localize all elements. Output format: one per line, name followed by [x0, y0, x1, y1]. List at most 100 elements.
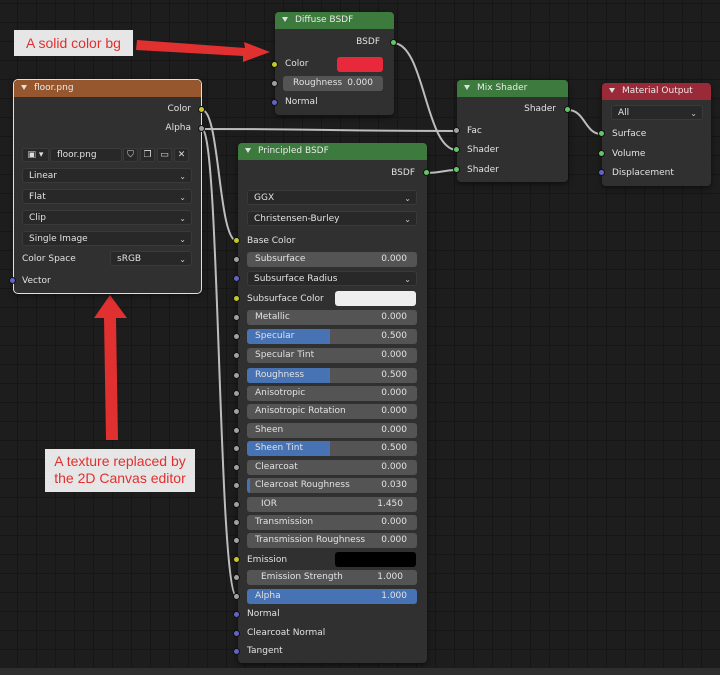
mix-shader-header[interactable]: Mix Shader — [457, 80, 568, 97]
sheen-socket[interactable] — [233, 427, 240, 434]
subsurface-field[interactable]: Subsurface 0.000 — [247, 252, 417, 267]
diffuse-roughness-socket[interactable] — [271, 80, 278, 87]
base-color-socket[interactable] — [233, 237, 240, 244]
alpha-field[interactable]: Alpha 1.000 — [247, 589, 417, 604]
output-target-value: All — [618, 108, 630, 118]
metallic-socket[interactable] — [233, 314, 240, 321]
bottom-scrollbar[interactable] — [0, 668, 720, 675]
close-icon[interactable]: ✕ — [174, 148, 189, 162]
mix-shader1-socket[interactable] — [453, 146, 460, 153]
emission-label: Emission — [247, 555, 288, 565]
emission-socket[interactable] — [233, 556, 240, 563]
principled-bsdf-header[interactable]: Principled BSDF — [238, 143, 427, 160]
collapse-icon[interactable] — [282, 17, 288, 22]
extension-dropdown[interactable]: Clip⌄ — [22, 210, 192, 225]
distribution-dropdown[interactable]: GGX⌄ — [247, 190, 417, 205]
anisotropic-field[interactable]: Anisotropic 0.000 — [247, 386, 417, 401]
chevron-down-icon: ⌄ — [179, 214, 186, 223]
diffuse-normal-socket[interactable] — [271, 99, 278, 106]
clearcoat-roughness-socket[interactable] — [233, 482, 240, 489]
mix-fac-socket[interactable] — [453, 127, 460, 134]
diffuse-color-swatch[interactable] — [337, 57, 383, 72]
sheen-tint-socket[interactable] — [233, 445, 240, 452]
diffuse-bsdf-output-label: BSDF — [356, 37, 380, 47]
anisotropic-socket[interactable] — [233, 390, 240, 397]
collapse-icon[interactable] — [245, 148, 251, 153]
color-space-dropdown[interactable]: sRGB⌄ — [110, 251, 192, 266]
diffuse-color-socket[interactable] — [271, 61, 278, 68]
source-dropdown[interactable]: Single Image⌄ — [22, 231, 192, 246]
principled-bsdf-node[interactable]: Principled BSDF BSDF GGX⌄ Christensen-Bu… — [238, 143, 427, 663]
subsurface-color-socket[interactable] — [233, 295, 240, 302]
principled-bsdf-output-socket[interactable] — [423, 169, 430, 176]
projection-dropdown[interactable]: Flat⌄ — [22, 189, 192, 204]
mix-shader-node[interactable]: Mix Shader Shader Fac Shader Shader — [457, 80, 568, 182]
mix-shader2-socket[interactable] — [453, 166, 460, 173]
collapse-icon[interactable] — [609, 88, 615, 93]
clearcoat-normal-socket[interactable] — [233, 630, 240, 637]
clearcoat-socket[interactable] — [233, 464, 240, 471]
specular-tint-socket[interactable] — [233, 352, 240, 359]
subsurface-socket[interactable] — [233, 256, 240, 263]
subsurface-method-dropdown[interactable]: Christensen-Burley⌄ — [247, 211, 417, 226]
material-output-node[interactable]: Material Output All⌄ Surface Volume Disp… — [602, 83, 711, 186]
diffuse-bsdf-header[interactable]: Diffuse BSDF — [275, 12, 394, 29]
transmission-roughness-field[interactable]: Transmission Roughness 0.000 — [247, 533, 417, 548]
diffuse-color-label: Color — [285, 59, 309, 69]
clearcoat-field[interactable]: Clearcoat 0.000 — [247, 460, 417, 475]
image-alpha-output-socket[interactable] — [198, 125, 205, 132]
roughness-field[interactable]: Roughness 0.500 — [247, 368, 417, 383]
diffuse-roughness-field[interactable]: Roughness 0.000 — [283, 76, 383, 91]
anisotropic-rotation-field[interactable]: Anisotropic Rotation 0.000 — [247, 404, 417, 419]
displacement-socket[interactable] — [598, 169, 605, 176]
metallic-field[interactable]: Metallic 0.000 — [247, 310, 417, 325]
mix-shader-output-socket[interactable] — [564, 106, 571, 113]
ior-socket[interactable] — [233, 501, 240, 508]
alpha-socket[interactable] — [233, 593, 240, 600]
specular-field[interactable]: Specular 0.500 — [247, 329, 417, 344]
image-color-output-socket[interactable] — [198, 106, 205, 113]
diffuse-bsdf-node[interactable]: Diffuse BSDF BSDF Color Roughness 0.000 … — [275, 12, 394, 115]
diffuse-bsdf-output-socket[interactable] — [390, 39, 397, 46]
material-output-header[interactable]: Material Output — [602, 83, 711, 100]
emission-strength-socket[interactable] — [233, 574, 240, 581]
anisotropic-rotation-socket[interactable] — [233, 408, 240, 415]
emission-strength-field[interactable]: Emission Strength 1.000 — [247, 570, 417, 585]
duplicate-icon[interactable]: ❐ — [140, 148, 155, 162]
image-name-field[interactable]: floor.png — [50, 148, 122, 162]
subsurface-radius-dropdown[interactable]: Subsurface Radius⌄ — [247, 271, 417, 286]
transmission-field[interactable]: Transmission 0.000 — [247, 515, 417, 530]
volume-socket[interactable] — [598, 150, 605, 157]
clearcoat-roughness-field[interactable]: Clearcoat Roughness 0.030 — [247, 478, 417, 493]
image-vector-socket[interactable] — [9, 277, 16, 284]
shield-icon[interactable]: ⛉ — [123, 148, 138, 162]
sheen-field[interactable]: Sheen 0.000 — [247, 423, 417, 438]
image-texture-header[interactable]: floor.png — [14, 80, 201, 97]
anisotropic-label: Anisotropic — [255, 388, 306, 398]
image-icon[interactable]: ▣ ▾ — [22, 148, 49, 162]
image-texture-node[interactable]: floor.png Color Alpha ▣ ▾ floor.png ⛉ ❐ … — [13, 79, 202, 294]
subsurface-color-swatch[interactable] — [335, 291, 416, 306]
link-color-to-basecolor — [201, 109, 238, 242]
tangent-socket[interactable] — [233, 648, 240, 655]
subsurface-radius-socket[interactable] — [233, 275, 240, 282]
emission-color-swatch[interactable] — [335, 552, 416, 567]
sheen-value: 0.000 — [381, 425, 407, 435]
anisotropic-rotation-label: Anisotropic Rotation — [255, 406, 346, 416]
sheen-tint-field[interactable]: Sheen Tint 0.500 — [247, 441, 417, 456]
ior-field[interactable]: IOR 1.450 — [247, 497, 417, 512]
roughness-socket[interactable] — [233, 372, 240, 379]
color-space-value: sRGB — [117, 254, 142, 264]
normal-socket[interactable] — [233, 611, 240, 618]
folder-icon[interactable]: ▭ — [157, 148, 172, 162]
collapse-icon[interactable] — [464, 85, 470, 90]
specular-tint-field[interactable]: Specular Tint 0.000 — [247, 348, 417, 363]
collapse-icon[interactable] — [21, 85, 27, 90]
interpolation-dropdown[interactable]: Linear⌄ — [22, 168, 192, 183]
specular-socket[interactable] — [233, 333, 240, 340]
transmission-socket[interactable] — [233, 519, 240, 526]
output-target-dropdown[interactable]: All⌄ — [611, 105, 703, 120]
surface-socket[interactable] — [598, 130, 605, 137]
subsurface-radius-label: Subsurface Radius — [254, 274, 338, 284]
transmission-roughness-socket[interactable] — [233, 537, 240, 544]
